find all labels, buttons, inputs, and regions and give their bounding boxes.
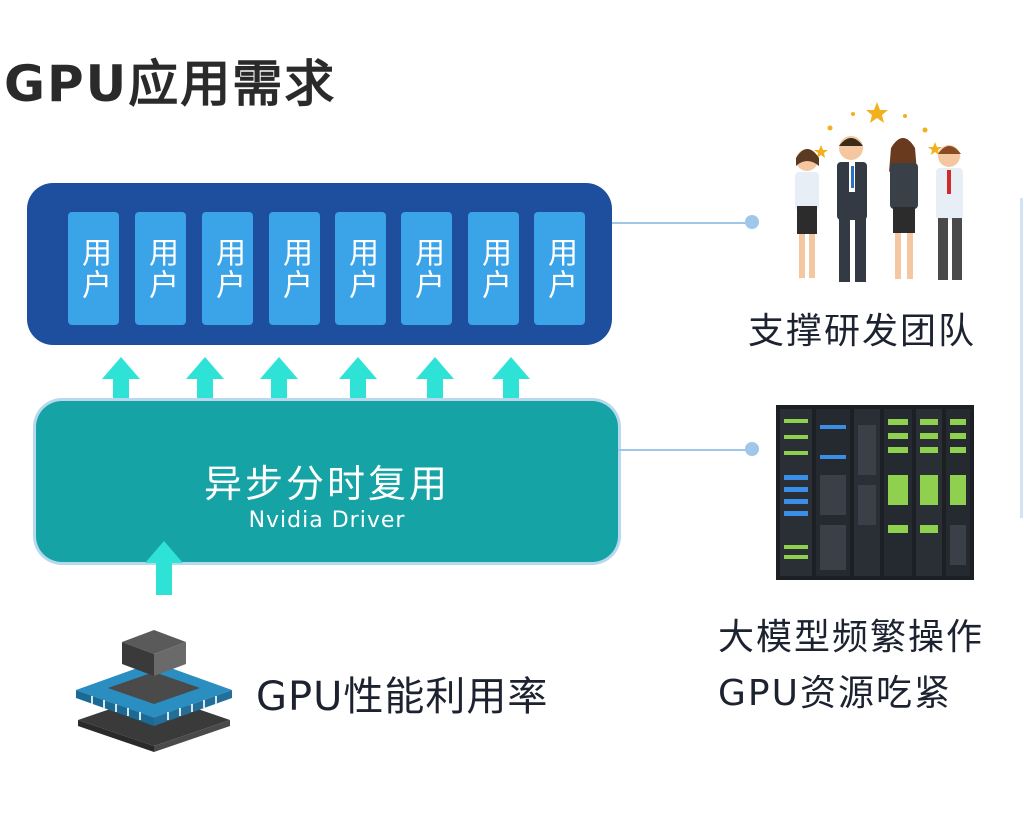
page-title: GPU应用需求	[4, 55, 337, 113]
connector-line	[618, 449, 752, 451]
user-label: 用户	[409, 236, 444, 301]
user-label: 用户	[210, 236, 245, 301]
divider-line	[1020, 198, 1023, 518]
up-arrow-icon	[186, 357, 224, 411]
up-arrow-icon	[102, 357, 140, 411]
user-label: 用户	[476, 236, 511, 301]
user-box: 用户	[68, 212, 119, 325]
gpu-utilization-label: GPU性能利用率	[256, 674, 549, 720]
up-arrow-icon	[145, 541, 183, 595]
driver-title: 异步分时复用	[203, 462, 450, 506]
user-label: 用户	[76, 236, 111, 301]
connector-dot	[745, 215, 759, 229]
team-label: 支撑研发团队	[748, 311, 977, 352]
up-arrow-icon	[416, 357, 454, 411]
model-label: 大模型频繁操作 GPU资源吃紧	[718, 610, 984, 722]
connector-line	[612, 222, 752, 224]
up-arrow-icon	[492, 357, 530, 411]
user-box: 用户	[202, 212, 253, 325]
user-box: 用户	[534, 212, 585, 325]
model-label-line2: GPU资源吃紧	[718, 673, 952, 714]
connector-dot	[745, 442, 759, 456]
team-people-icon	[795, 102, 963, 282]
user-box: 用户	[135, 212, 186, 325]
user-label: 用户	[277, 236, 312, 301]
up-arrow-icon	[260, 357, 298, 411]
user-box: 用户	[269, 212, 320, 325]
user-label: 用户	[343, 236, 378, 301]
user-box: 用户	[468, 212, 519, 325]
users-panel: 用户 用户 用户 用户 用户 用户 用户 用户	[27, 183, 612, 345]
server-rack-icon	[776, 405, 974, 580]
user-label: 用户	[542, 236, 577, 301]
driver-subtitle: Nvidia Driver	[248, 508, 406, 533]
up-arrow-icon	[339, 357, 377, 411]
user-box: 用户	[335, 212, 386, 325]
user-label: 用户	[143, 236, 178, 301]
model-label-line1: 大模型频繁操作	[718, 617, 985, 658]
user-box: 用户	[401, 212, 452, 325]
gpu-chip-icon	[76, 630, 232, 752]
driver-panel: 异步分时复用 Nvidia Driver	[36, 401, 618, 562]
